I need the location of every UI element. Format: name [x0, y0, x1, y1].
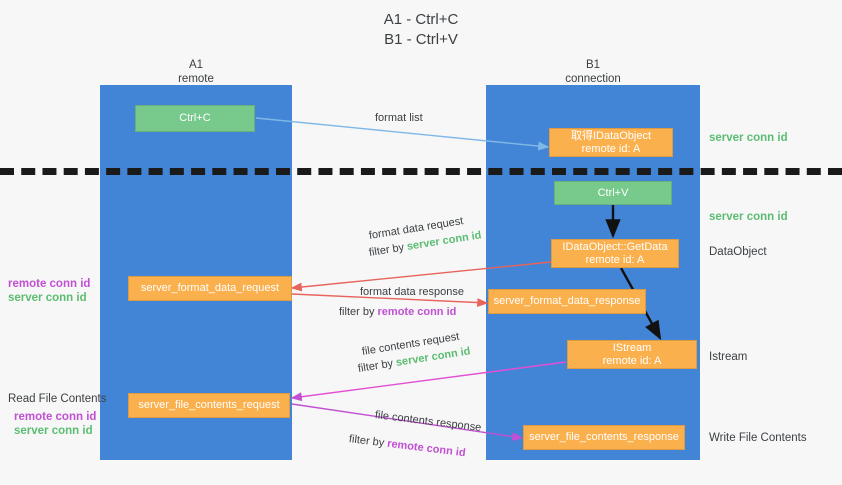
node-ctrl-v-label: Ctrl+V	[597, 186, 629, 199]
node-server-file-contents-response-label: server_file_contents_response	[529, 431, 679, 443]
lane-b1-name: B1	[585, 59, 601, 71]
node-server-file-contents-request[interactable]: server_file_contents_request	[128, 393, 290, 418]
side-label-server-conn-id-mid: server conn id	[709, 211, 788, 223]
label-format-list: format list	[375, 112, 423, 124]
node-idataobject-getdata-line2: remote id: A	[585, 253, 645, 266]
node-server-format-data-request[interactable]: server_format_data_request	[128, 276, 292, 301]
phase-separator	[0, 168, 842, 175]
node-server-file-contents-request-label: server_file_contents_request	[138, 399, 280, 411]
left-key-server-conn-id-lower: server conn id	[14, 425, 93, 437]
side-label-server-conn-id-top: server conn id	[709, 132, 788, 144]
node-ctrl-c[interactable]: Ctrl+C	[135, 105, 255, 132]
node-ctrl-c-label: Ctrl+C	[179, 112, 211, 124]
side-label-istream: Istream	[709, 351, 748, 363]
left-key-server-conn-id-upper: server conn id	[8, 292, 87, 304]
node-istream-line1: IStream	[612, 341, 652, 354]
wire-file-contents-response	[291, 403, 524, 441]
left-key-remote-conn-id-upper: remote conn id	[8, 278, 91, 290]
lane-header-b1: B1 connection	[486, 58, 700, 86]
lane-a1-name: A1	[188, 59, 204, 71]
node-idataobject-getdata-line1: IDataObject::GetData	[562, 240, 668, 253]
side-label-write-file-contents: Write File Contents	[709, 432, 807, 444]
node-get-idataobject-line1: 取得IDataObject	[570, 129, 652, 142]
node-get-idataobject-line2: remote id: A	[581, 142, 641, 155]
label-format-data-response-filter: filter by remote conn id	[339, 305, 456, 319]
filter-key-remote-conn-id-1: remote conn id	[377, 306, 457, 318]
filter-prefix-2: filter by	[339, 306, 378, 318]
left-keys-lower: remote conn id server conn id	[14, 410, 96, 438]
lane-b1-sub: connection	[565, 73, 621, 85]
node-istream[interactable]: IStream remote id: A	[567, 340, 697, 369]
lane-header-a1: A1 remote	[100, 58, 292, 86]
node-server-format-data-response-label: server_format_data_response	[493, 295, 641, 307]
diagram-title: A1 - Ctrl+C B1 - Ctrl+V	[0, 10, 842, 50]
wire-format-data-request	[290, 261, 552, 292]
wire-format-list	[255, 117, 550, 151]
wire-format-data-response	[291, 293, 489, 308]
side-label-dataobject: DataObject	[709, 246, 767, 258]
label-format-data-response: format data response	[360, 286, 464, 298]
left-label-read-file-contents: Read File Contents	[8, 393, 107, 405]
title-line-2: B1 - Ctrl+V	[384, 31, 458, 48]
left-key-remote-conn-id-lower: remote conn id	[14, 411, 97, 423]
node-server-file-contents-response[interactable]: server_file_contents_response	[523, 425, 685, 450]
node-istream-line2: remote id: A	[602, 354, 662, 367]
title-line-1: A1 - Ctrl+C	[383, 11, 459, 28]
node-get-idataobject[interactable]: 取得IDataObject remote id: A	[549, 128, 673, 157]
node-idataobject-getdata[interactable]: IDataObject::GetData remote id: A	[551, 239, 679, 268]
node-server-format-data-request-label: server_format_data_request	[140, 282, 280, 294]
node-server-format-data-response[interactable]: server_format_data_response	[488, 289, 646, 314]
lane-a1-sub: remote	[178, 73, 214, 85]
node-ctrl-v[interactable]: Ctrl+V	[554, 181, 672, 205]
wire-file-contents-request	[290, 361, 567, 402]
left-keys-upper: remote conn id server conn id	[8, 277, 90, 305]
